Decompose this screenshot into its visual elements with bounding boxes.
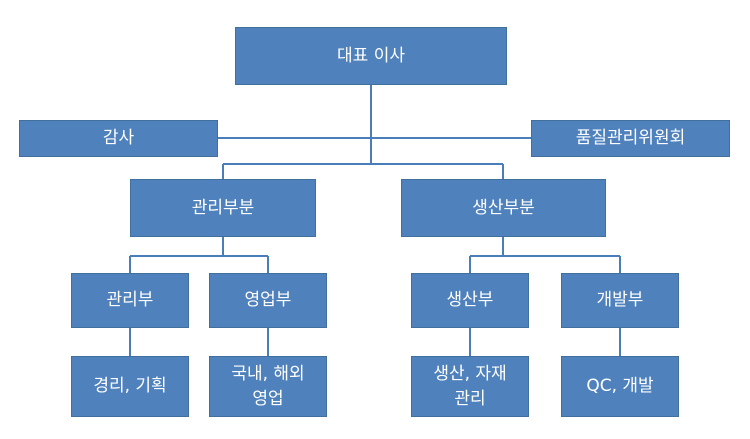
dept-development-label: 개발부 [596,290,644,311]
duty-sales-label: 국내, 해외 영업 [231,363,305,409]
division-admin-box: 관리부분 [130,179,316,237]
dept-admin-label: 관리부 [106,290,154,311]
dept-sales-box: 영업부 [209,273,327,328]
duty-development-box: QC, 개발 [561,356,679,417]
dept-sales-label: 영업부 [244,290,292,311]
division-production-box: 생산부분 [401,179,606,237]
duty-admin-box: 경리, 기획 [71,356,189,417]
audit-label: 감사 [102,128,135,149]
dept-development-box: 개발부 [561,273,679,328]
dept-admin-box: 관리부 [71,273,189,328]
ceo-label: 대표 이사 [337,45,405,66]
duty-development-label: QC, 개발 [586,376,654,397]
duty-production-box: 생산, 자재 관리 [411,356,529,417]
quality-committee-box: 품질관리위원회 [531,120,730,157]
duty-production-label: 생산, 자재 관리 [433,363,507,409]
division-admin-label: 관리부분 [191,197,255,218]
audit-box: 감사 [19,120,218,157]
ceo-box: 대표 이사 [235,27,507,85]
quality-committee-label: 품질관리위원회 [575,128,686,149]
dept-production-label: 생산부 [446,290,494,311]
dept-production-box: 생산부 [411,273,529,328]
division-production-label: 생산부분 [472,197,535,218]
duty-admin-label: 경리, 기획 [93,376,167,397]
duty-sales-box: 국내, 해외 영업 [209,356,327,417]
